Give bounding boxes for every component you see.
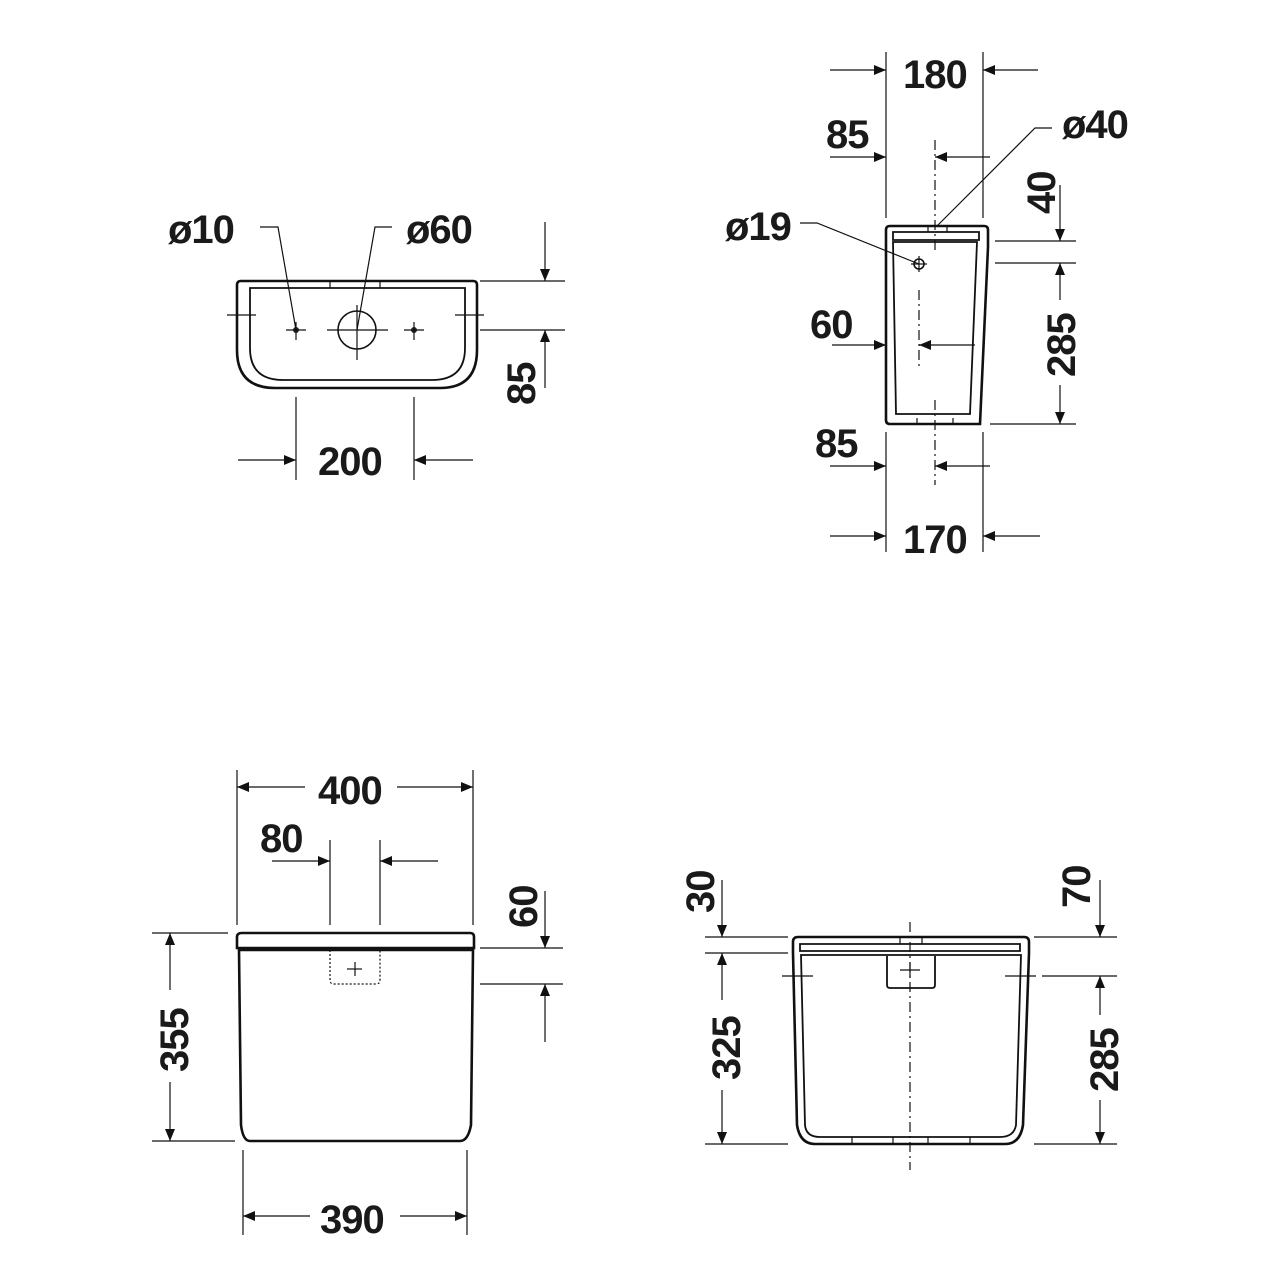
- dim-base-width: 390: [320, 1198, 384, 1242]
- dim-flush-hole: ø40: [1062, 103, 1128, 147]
- dim-hole-large: ø60: [406, 208, 472, 252]
- dim-inlet-offset: 60: [810, 303, 853, 347]
- rear-view-outline: [791, 935, 1031, 1146]
- flush-button-outline: [329, 950, 381, 985]
- dim-inlet-height: 285: [1040, 313, 1084, 377]
- side-view: 180 85 ø40 ø19 40 285 60 85 170: [725, 52, 1129, 562]
- dim-inlet-hole: ø19: [725, 205, 791, 249]
- dim-hole-spacing: 200: [318, 440, 382, 484]
- dim-button-height: 60: [502, 886, 546, 929]
- dim-lid-height: 40: [1020, 172, 1064, 215]
- dim-hole-offset: 85: [500, 362, 544, 405]
- front-view-body: [237, 948, 475, 1143]
- dim-button-width: 80: [260, 817, 303, 861]
- dim-overall-height: 355: [153, 1008, 197, 1072]
- dim-overall-width: 400: [318, 769, 382, 813]
- dim-fixing-height: 285: [1083, 1028, 1127, 1092]
- dim-fixing-from-top: 70: [1055, 866, 1099, 909]
- front-view-lid: [235, 931, 476, 950]
- dim-top-depth: 180: [903, 53, 967, 97]
- dim-hole-small: ø10: [168, 208, 234, 252]
- dim-lid-thickness: 30: [679, 871, 723, 914]
- dim-body-height: 325: [705, 1016, 749, 1080]
- rear-view: 30 325 70 285: [679, 866, 1127, 1170]
- front-view: 400 80 60 355 390: [152, 769, 563, 1242]
- dim-bottom-offset: 85: [815, 422, 858, 466]
- dim-bottom-depth: 170: [903, 518, 967, 562]
- side-view-outline: [884, 224, 990, 426]
- dim-top-offset: 85: [826, 113, 869, 157]
- top-view: ø10 ø60 200 85: [168, 208, 565, 484]
